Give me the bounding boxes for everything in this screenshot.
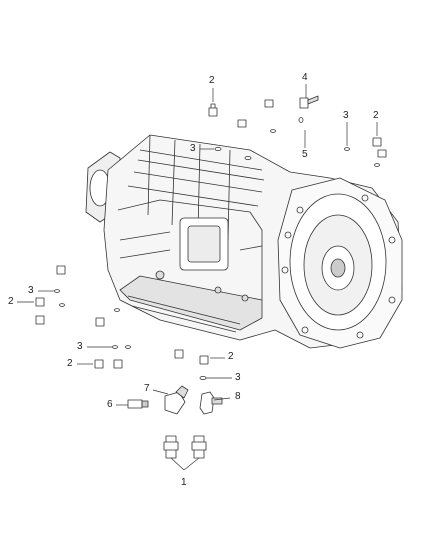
callout-2-lower-right: 2	[228, 351, 234, 362]
callout-2-right: 2	[373, 110, 379, 121]
o-rings	[54, 129, 380, 380]
sensor-and-seal	[298, 95, 319, 123]
callout-2-top: 2	[209, 75, 215, 86]
leader-lines	[17, 84, 378, 471]
callout-4: 4	[302, 72, 308, 83]
callout-2-lower-left: 2	[67, 358, 73, 369]
callout-1: 1	[181, 477, 187, 488]
callout-3-left-upper: 3	[28, 285, 34, 296]
callout-3-right: 3	[343, 110, 349, 121]
callout-3-top: 3	[190, 143, 196, 154]
callout-6: 6	[107, 399, 113, 410]
transmission-case	[85, 134, 403, 349]
callout-3-left-lower: 3	[77, 341, 83, 352]
cooler-connectors	[163, 435, 207, 459]
callout-5: 5	[302, 149, 308, 160]
callout-8: 8	[235, 391, 241, 402]
fittings	[127, 385, 223, 415]
plug-bolts	[35, 99, 387, 369]
callout-2-left: 2	[8, 296, 14, 307]
callout-7: 7	[144, 383, 150, 394]
callout-3-lower-right: 3	[235, 372, 241, 383]
